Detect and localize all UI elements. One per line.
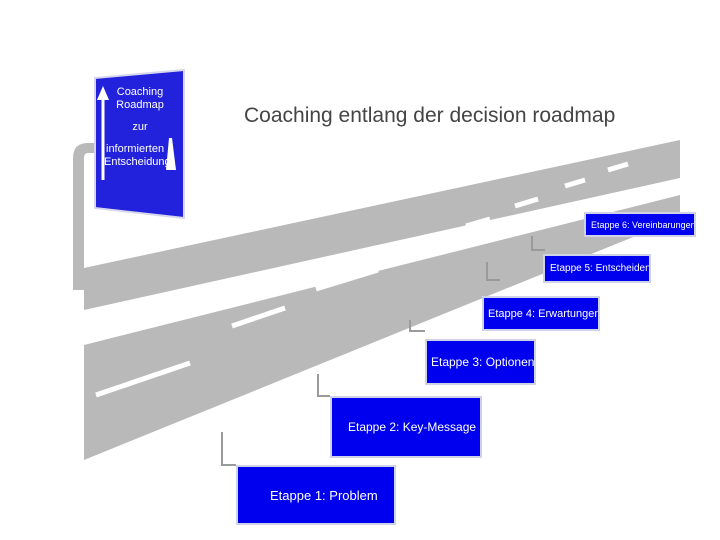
stage-4-label: Etappe 4: Erwartungen [488, 307, 600, 320]
road-shoulder [84, 178, 680, 345]
sign-line-informierten: informierten [106, 143, 165, 155]
page-title: Coaching entlang der decision roadmap [244, 104, 616, 127]
stage-3: Etappe 3: Optionen [425, 339, 536, 385]
stage-1: Etappe 1: Problem [236, 465, 396, 525]
stage-3-label: Etappe 3: Optionen [431, 355, 535, 369]
stage-2: Etappe 2: Key-Message [330, 396, 482, 458]
stage-5: Etappe 5: Entscheiden [543, 254, 651, 283]
sign-line-entscheidung: Entscheidung [104, 156, 171, 168]
stair-outline [221, 236, 545, 466]
stage-5-label: Etappe 5: Entscheiden [550, 263, 651, 274]
stage-6: Etappe 6: Vereinbarungen [584, 212, 696, 237]
up-arrow-icon [97, 86, 109, 100]
lane-markings [95, 161, 629, 398]
stage-2-label: Etappe 2: Key-Message [348, 420, 477, 434]
motorway-icon [166, 138, 176, 170]
sign-post [73, 143, 100, 290]
sign-line-zur: zur [132, 121, 148, 133]
stage-1-label: Etappe 1: Problem [270, 487, 378, 503]
road-sign [94, 68, 185, 220]
sign-line-roadmap: Roadmap [116, 99, 164, 111]
stage-6-label: Etappe 6: Vereinbarungen [591, 219, 696, 230]
sign-line-coaching: Coaching [116, 86, 164, 98]
stage-4: Etappe 4: Erwartungen [482, 296, 600, 331]
